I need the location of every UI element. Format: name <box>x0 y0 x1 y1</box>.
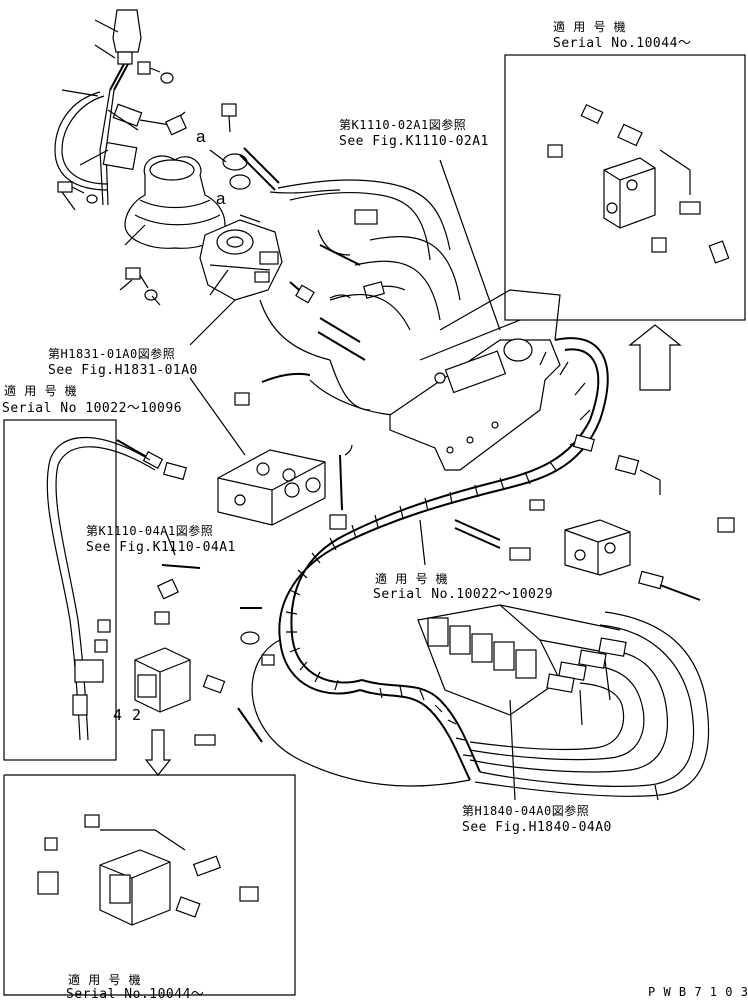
serial-label-bottom-jp: 適 用 号 機 <box>68 973 142 987</box>
drawing-number: P W B 7 1 0 3 <box>648 985 748 999</box>
ref-k1110-02-jp: 第K1110-02A1図参照 <box>339 118 467 132</box>
callout-42: 4 2 <box>113 706 142 724</box>
left-inset-hose <box>46 436 156 741</box>
valve-block-fittings <box>116 439 353 625</box>
ref-h1840-jp: 第H1840-04A0図参照 <box>462 804 590 818</box>
control-lever <box>54 9 188 206</box>
inset-top-right-parts <box>547 103 730 264</box>
callout-a-1: a <box>196 127 206 146</box>
inset-box-top-right <box>504 54 746 321</box>
ref-h1840: See Fig.H1840-04A0 <box>462 820 612 835</box>
callout-a-2: a <box>216 189 226 208</box>
serial-label-left: Serial No 10022～10096 <box>2 401 183 416</box>
valve-block-h1831 <box>217 449 326 526</box>
direction-arrows <box>144 324 682 776</box>
ref-h1831: See Fig.H1831-01A0 <box>48 363 198 378</box>
hose-routing <box>277 179 461 416</box>
ref-k1110-04: See Fig.K1110-04A1 <box>86 540 236 555</box>
leader-lines <box>61 19 691 801</box>
serial-label-bottom: Serial No.10044～ <box>66 987 205 1002</box>
valve-hoses <box>234 189 406 406</box>
right-valve-block <box>454 434 735 601</box>
serial-label-top-right-jp: 適 用 号 機 <box>553 20 627 34</box>
solenoid-valve-42 <box>134 607 275 746</box>
fittings-top <box>57 61 280 301</box>
ref-k1110-04-jp: 第K1110-04A1図参照 <box>86 524 214 538</box>
lower-hoses <box>251 611 710 797</box>
serial-label-mid: Serial No.10022～10029 <box>373 587 554 602</box>
inset-box-bottom <box>3 774 296 996</box>
ref-k1110-02: See Fig.K1110-02A1 <box>339 134 489 149</box>
ref-h1831-jp: 第H1831-01A0図参照 <box>48 347 176 361</box>
inset-box-left <box>3 419 117 761</box>
mounting-bracket <box>389 289 561 471</box>
serial-label-left-jp: 適 用 号 機 <box>4 384 78 398</box>
serial-label-mid-jp: 適 用 号 機 <box>375 572 449 586</box>
pilot-valve-body <box>199 219 283 301</box>
valve-bank-h1840 <box>417 604 627 716</box>
inset-bottom-parts <box>37 814 259 926</box>
serial-label-top-right: Serial No.10044～ <box>553 36 692 51</box>
rubber-boot <box>124 155 226 249</box>
